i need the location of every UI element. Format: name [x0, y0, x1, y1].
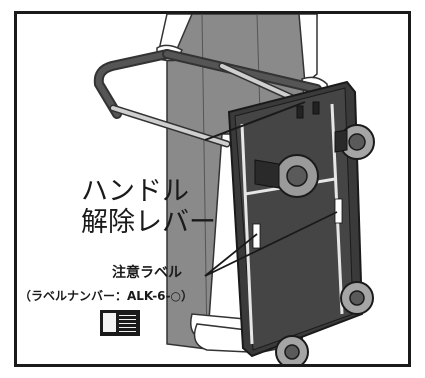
caution-label-icon: [100, 310, 140, 336]
leader-lines: [204, 101, 338, 277]
sticker-text-lines: [119, 315, 136, 332]
caution-label-number: （ラベルナンバー：ALK-6-○）: [19, 289, 193, 303]
cart-handle-bar: [93, 49, 322, 148]
handle-label-line1: ハンドル: [81, 176, 189, 207]
handle-label-line2: 解除レバー: [81, 207, 216, 238]
caution-label-title: 注意ラベル: [112, 265, 182, 281]
cart-wheels: [254, 124, 375, 364]
sticker-illustration: [103, 313, 116, 332]
handle-release-lever-label: ハンドル 解除レバー: [81, 176, 216, 238]
cart-platform: [227, 80, 364, 358]
folding-cart-illustration: [93, 14, 375, 364]
illustration-frame: ハンドル 解除レバー 注意ラベル （ラベルナンバー：ALK-6-○）: [14, 11, 411, 367]
